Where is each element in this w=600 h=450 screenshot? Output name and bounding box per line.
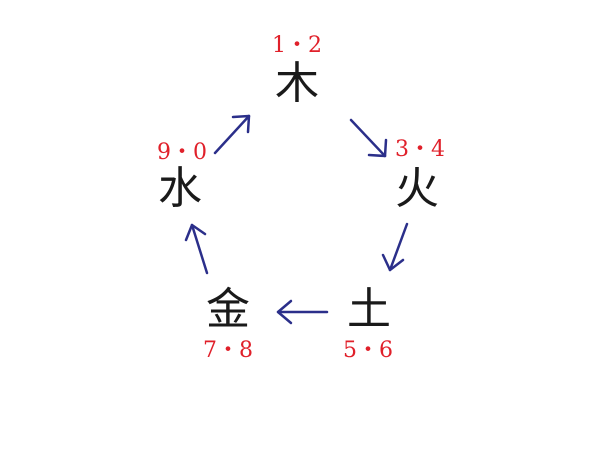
element-metal-character: 金 [206,284,250,335]
element-earth-numbers: 5・6 [343,338,393,363]
arrow-metal-to-water [184,223,209,275]
arrow-water-to-wood [213,114,251,155]
element-earth-character: 土 [347,284,391,335]
element-water-character: 水 [158,163,202,214]
element-wood-character: 木 [275,58,319,109]
arrow-fire-to-earth [381,222,409,272]
element-fire-character: 火 [395,163,439,214]
element-wood-numbers: 1・2 [272,33,322,58]
arrow-earth-to-metal [276,299,329,325]
element-fire-numbers: 3・4 [395,137,445,162]
element-metal-numbers: 7・8 [203,338,253,363]
element-water-numbers: 9・0 [157,140,207,165]
arrow-wood-to-fire [349,118,388,158]
